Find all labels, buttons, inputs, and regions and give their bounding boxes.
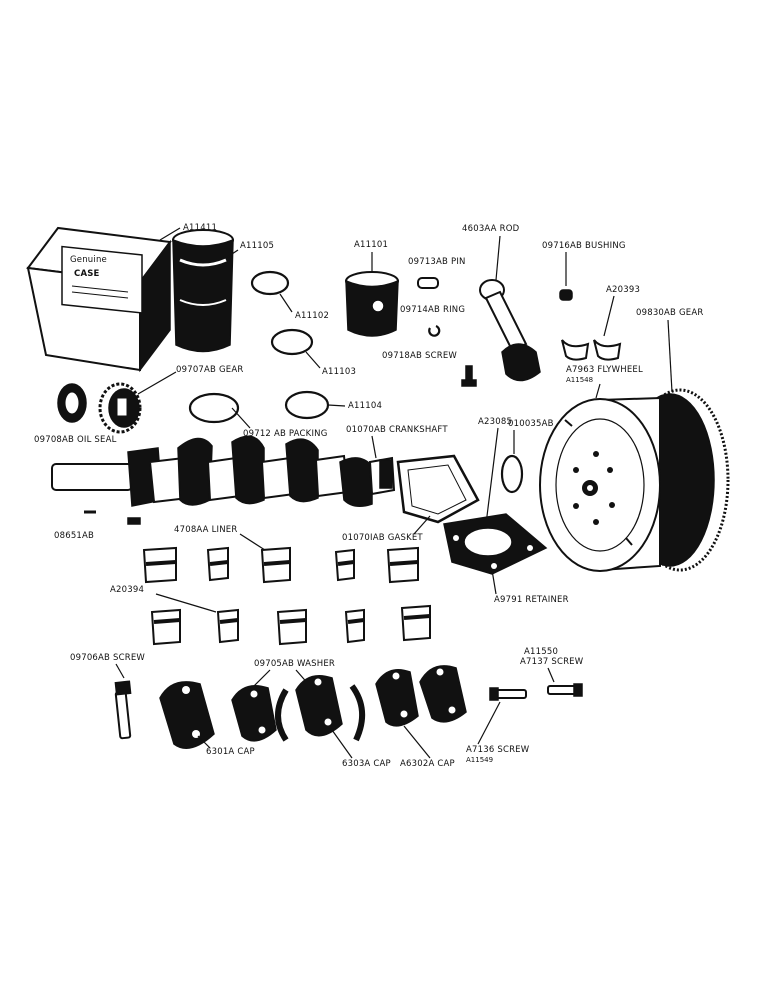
flywheel [539,388,730,572]
rod-screw [461,365,477,387]
label-cap-6303: 6303A CAP [342,759,391,769]
label-screw-a7136: A7136 SCREW [466,745,530,755]
ring-a11103 [270,328,314,356]
label-screw-a7137: A7137 SCREW [520,657,584,667]
label-flywheel-gear: 09830AB GEAR [636,308,703,318]
main-cap-4 [375,669,419,727]
oil-seal [57,383,87,423]
lower-bearing-liners [150,604,431,646]
label-a11104: A11104 [348,401,382,411]
ring-a11102 [250,270,290,296]
main-cap-2 [231,685,277,742]
label-gear: 09707AB GEAR [176,365,243,375]
seal-ring [500,454,524,494]
main-cap-screw [114,680,132,740]
label-screw-rod: 09718AB SCREW [382,351,457,361]
label-ring: 09714AB RING [400,305,465,315]
label-retainer: A9791 RETAINER [494,595,569,605]
rear-retainer [443,513,548,575]
piston [345,271,399,337]
rod-bearing-2 [593,339,622,361]
cylinder-sleeve [172,229,234,353]
label-flywheel-alt: A11548 [566,376,593,384]
label-screw-main: 09706AB SCREW [70,653,145,663]
label-gasket: 01070IAB GASKET [342,533,423,543]
screw-a7137 [547,683,583,697]
label-010035ab: 010035AB [508,419,554,429]
thrust-washer-1 [275,688,289,742]
timing-gear [98,382,142,434]
label-pin: 09713AB PIN [408,257,466,267]
label-a20393: A20393 [606,285,640,295]
label-a11101: A11101 [354,240,388,250]
packing-ring [188,392,240,424]
label-a23085: A23085 [478,417,512,427]
rod-bearing-1 [561,339,590,361]
label-a11549: A11549 [466,756,493,764]
main-cap-3 [295,675,343,737]
label-a11411: A11411 [183,223,217,233]
snap-ring [428,324,441,337]
label-a20394: A20394 [110,585,144,595]
label-flywheel: A7963 FLYWHEEL [566,365,643,375]
label-cap-a6302: A6302A CAP [400,759,455,769]
crank-key [127,517,141,525]
label-key: 08651AB [54,531,94,541]
rear-gasket [396,454,480,524]
label-a11105: A11105 [240,241,274,251]
label-washer: 09705AB WASHER [254,659,335,669]
label-liner: 4708AA LINER [174,525,237,535]
sleeve-kit-box: Genuine CASE [26,226,172,373]
label-a11102: A11102 [295,311,329,321]
label-crankshaft: 01070AB CRANKSHAFT [346,425,448,435]
crankshaft [51,435,396,507]
thrust-washer-2 [349,684,365,742]
main-cap-rear [419,665,467,723]
label-cap-6301: 6301A CAP [206,747,255,757]
rod-bushing [559,289,573,301]
screw-a7136 [489,687,527,701]
ring-a11104 [284,390,330,420]
label-rod: 4603AA ROD [462,224,520,234]
main-cap-front [159,681,215,749]
box-brand-line1: Genuine [70,255,107,265]
label-bushing: 09716AB BUSHING [542,241,626,251]
piston-pin [417,277,439,289]
label-packing: 09712 AB PACKING [243,429,328,439]
label-oil-seal: 09708AB OIL SEAL [34,435,117,445]
upper-bearing-liners [142,546,419,584]
box-brand-line2: CASE [74,269,100,279]
connecting-rod [479,279,541,382]
label-a11103: A11103 [322,367,356,377]
label-a11550: A11550 [524,647,558,657]
